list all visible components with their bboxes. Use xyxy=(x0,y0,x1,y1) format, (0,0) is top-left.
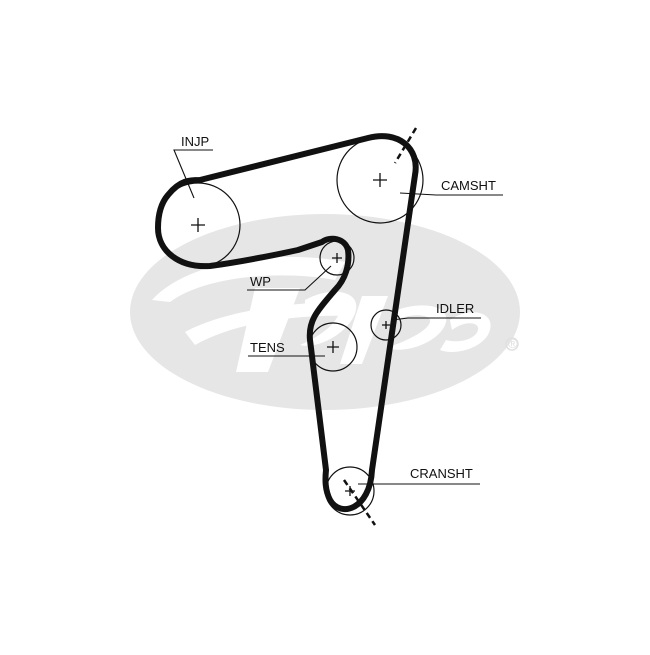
wp-leader xyxy=(247,265,332,291)
timing-belt xyxy=(155,133,419,513)
idler-center-mark xyxy=(382,321,390,329)
leader-lines xyxy=(173,149,503,485)
idler-pulley xyxy=(370,309,402,341)
tens-center-mark xyxy=(327,341,339,353)
wp-label: WP xyxy=(250,274,271,289)
cransht-center-mark xyxy=(345,486,355,496)
camsht-leader xyxy=(399,192,503,196)
registered-mark: ® xyxy=(505,336,519,351)
crankshaft-timing-mark xyxy=(342,479,377,526)
cransht-label: CRANSHT xyxy=(410,466,473,481)
camshaft-timing-mark xyxy=(393,127,418,164)
wp-center-mark xyxy=(332,253,342,263)
registered-symbol: ® xyxy=(508,336,518,351)
tens-label: TENS xyxy=(250,340,285,355)
injp-leader xyxy=(173,149,213,199)
center-marks xyxy=(191,173,390,496)
injp-center-mark xyxy=(191,218,205,232)
injp-label: INJP xyxy=(181,134,209,149)
idler-label: IDLER xyxy=(436,301,474,316)
camsht-center-mark xyxy=(373,173,387,187)
watermark-lettering xyxy=(152,256,491,372)
timing-marks xyxy=(342,127,418,526)
idler-leader xyxy=(391,317,481,321)
camsht-label: CAMSHT xyxy=(441,178,496,193)
